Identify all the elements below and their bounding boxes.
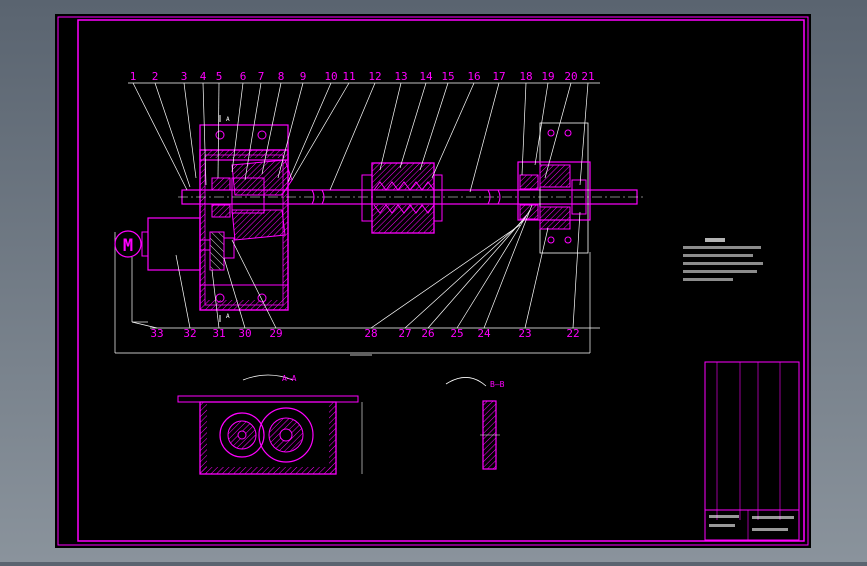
leader-line-26 <box>427 214 528 329</box>
callout-label-22: 22 <box>566 327 579 340</box>
leader-line-5 <box>217 82 220 179</box>
leader-line-8 <box>261 82 282 175</box>
leader-line-15 <box>419 82 449 171</box>
callout-label-10: 10 <box>324 70 337 83</box>
section-mark-a-bottom: A <box>226 313 230 320</box>
leader-line-18 <box>521 82 527 176</box>
callout-label-21: 21 <box>581 70 594 83</box>
technical-requirements <box>683 238 763 281</box>
callout-label-28: 28 <box>364 327 377 340</box>
leader-line-9 <box>277 82 304 179</box>
callout-label-1: 1 <box>130 70 137 83</box>
callout-label-27: 27 <box>398 327 411 340</box>
callout-label-11: 11 <box>342 70 355 83</box>
leader-line-2 <box>154 82 191 188</box>
leader-line-31 <box>211 269 220 329</box>
callout-label-29: 29 <box>269 327 282 340</box>
leader-line-20 <box>544 82 572 179</box>
callout-label-9: 9 <box>300 70 307 83</box>
leader-line-29 <box>231 239 277 329</box>
leader-line-27 <box>404 219 525 329</box>
leader-line-21 <box>579 82 589 186</box>
callout-label-13: 13 <box>394 70 407 83</box>
section-bb-label: B—B <box>490 380 505 389</box>
callout-label-19: 19 <box>541 70 554 83</box>
callout-label-31: 31 <box>212 327 225 340</box>
callout-label-15: 15 <box>441 70 454 83</box>
callout-label-12: 12 <box>368 70 381 83</box>
leader-line-24 <box>483 204 533 329</box>
leader-line-30 <box>223 257 246 329</box>
callout-label-16: 16 <box>467 70 480 83</box>
leader-line-25 <box>456 209 531 329</box>
leader-line-7 <box>244 82 262 181</box>
callout-label-7: 7 <box>258 70 265 83</box>
section-aa-view: A—A <box>177 374 363 475</box>
leader-line-6 <box>231 82 244 173</box>
leader-line-3 <box>183 82 197 179</box>
callout-label-32: 32 <box>183 327 196 340</box>
callout-label-30: 30 <box>238 327 251 340</box>
leader-line-4 <box>202 82 207 186</box>
callout-label-26: 26 <box>421 327 434 340</box>
section-aa-label: A—A <box>282 374 297 383</box>
leader-line-32 <box>175 254 191 329</box>
leader-line-33 <box>131 321 158 329</box>
leader-line-23 <box>524 227 549 329</box>
inner-border <box>77 19 805 542</box>
leader-line-22 <box>572 211 581 329</box>
leader-line-14 <box>399 82 427 169</box>
leader-line-1 <box>132 82 188 191</box>
callout-label-17: 17 <box>492 70 505 83</box>
callout-label-3: 3 <box>181 70 188 83</box>
callout-label-33: 33 <box>150 327 163 340</box>
leader-line-12 <box>329 82 376 191</box>
main-assembly-view: M A A <box>114 115 645 356</box>
motor-label: M <box>123 236 133 256</box>
title-block <box>704 361 800 541</box>
leader-line-16 <box>431 82 475 179</box>
section-mark-a-top: A <box>226 116 230 123</box>
section-bb-view: B—B <box>445 377 505 470</box>
callout-label-8: 8 <box>278 70 285 83</box>
callout-label-25: 25 <box>450 327 463 340</box>
motor-symbol <box>114 230 142 258</box>
callout-label-4: 4 <box>200 70 207 83</box>
leader-line-10 <box>287 82 332 183</box>
callout-label-6: 6 <box>240 70 247 83</box>
callout-label-23: 23 <box>518 327 531 340</box>
callout-label-5: 5 <box>216 70 223 83</box>
callout-label-24: 24 <box>477 327 491 340</box>
callout-label-18: 18 <box>519 70 532 83</box>
leader-line-13 <box>379 82 402 171</box>
leader-line-17 <box>469 82 500 193</box>
outer-border <box>57 16 809 546</box>
leader-line-28 <box>370 224 521 329</box>
callout-label-14: 14 <box>419 70 433 83</box>
leader-line-19 <box>534 82 549 166</box>
callout-label-20: 20 <box>564 70 577 83</box>
leader-line-11 <box>291 82 350 181</box>
callout-label-2: 2 <box>152 70 159 83</box>
